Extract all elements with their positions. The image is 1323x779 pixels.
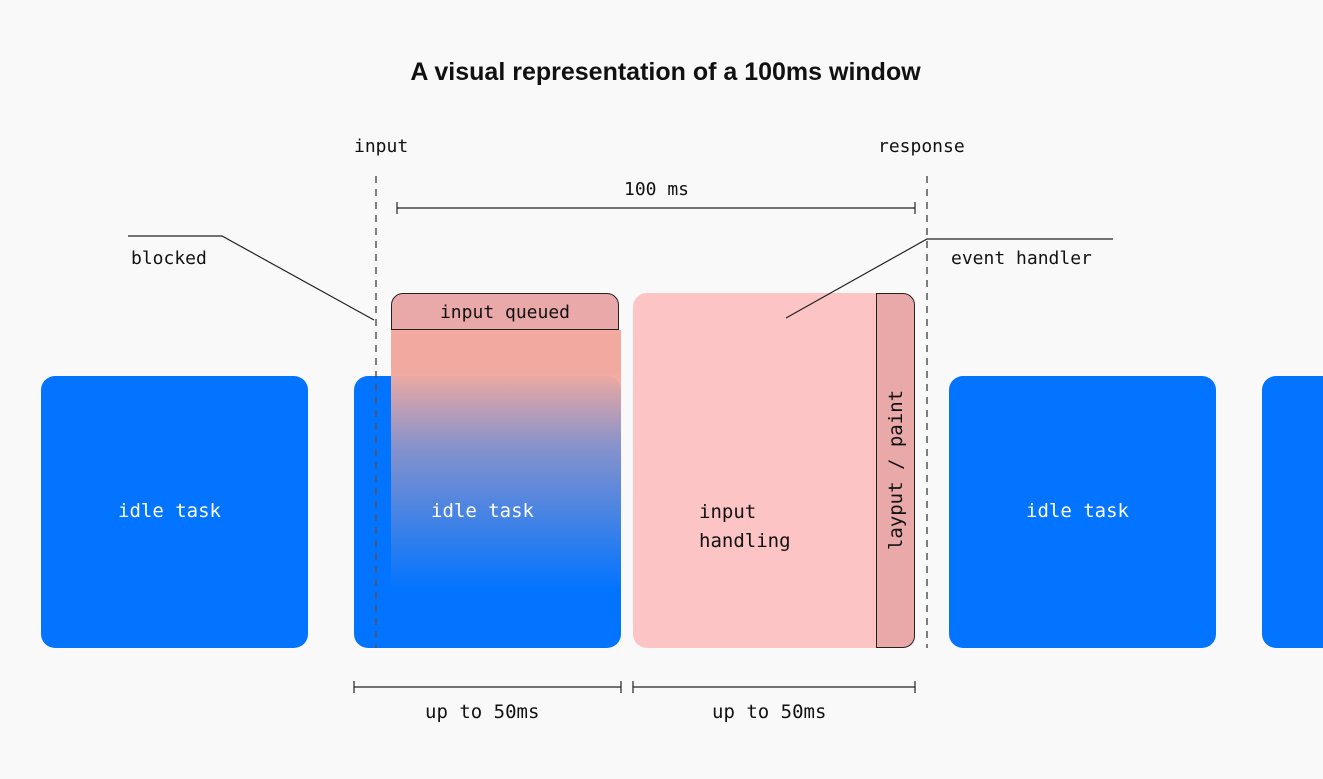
input-queued-overlay <box>391 330 621 590</box>
input-marker-label: input <box>354 136 409 157</box>
input-handling-label-line2: handling <box>699 530 791 552</box>
response-marker-label: response <box>878 136 965 157</box>
duration-label-2: up to 50ms <box>712 701 827 723</box>
window-duration-label: 100 ms <box>624 179 690 200</box>
blocked-callout-line <box>128 235 375 321</box>
event-handler-callout-line <box>785 238 1113 319</box>
input-handling-block <box>633 293 915 648</box>
input-queued-header: input queued <box>391 293 619 330</box>
idle-task-label-1: idle task <box>118 500 221 522</box>
diagram-title: A visual representation of a 100ms windo… <box>410 58 921 86</box>
idle-task-block-3 <box>949 376 1216 648</box>
idle-task-label-2: idle task <box>431 500 534 522</box>
input-handling-label-line1: input <box>699 501 757 523</box>
idle-task-label-3: idle task <box>1026 500 1129 522</box>
duration-label-1: up to 50ms <box>425 701 540 723</box>
idle-task-block-4-partial <box>1262 376 1323 648</box>
event-handler-label: event handler <box>951 248 1092 269</box>
blocked-label: blocked <box>131 248 207 269</box>
layout-paint-block <box>876 293 915 648</box>
idle-task-block-1 <box>41 376 308 648</box>
